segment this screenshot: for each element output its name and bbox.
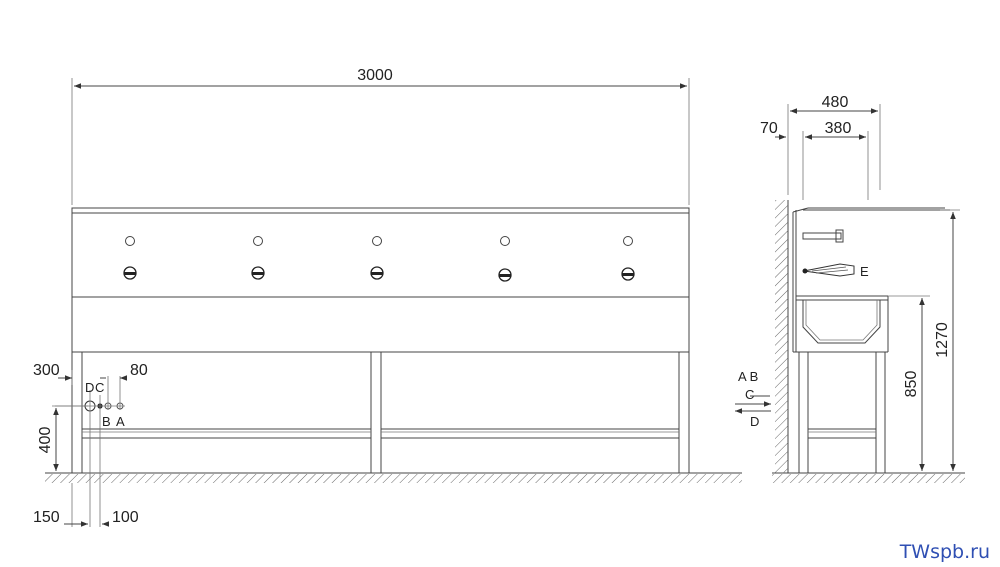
side-leg-back	[798, 351, 809, 474]
label-e: E	[860, 264, 869, 279]
front-top-plate	[71, 207, 690, 214]
label-ab: A B	[738, 369, 758, 384]
brand-watermark: TWspb.ru	[899, 541, 990, 563]
label-b: B	[102, 414, 111, 429]
label-c: C	[95, 380, 104, 395]
wall-hatch	[775, 200, 788, 473]
faucet-body	[802, 232, 842, 240]
front-upper-panel	[71, 212, 690, 298]
sensor-hole	[253, 236, 263, 246]
sensor-hole	[372, 236, 382, 246]
faucet-outlet	[251, 266, 265, 280]
dim-label-480: 480	[822, 94, 849, 111]
sensor-row	[125, 236, 633, 246]
faucet-outlet	[370, 266, 384, 280]
connection-points	[55, 376, 125, 527]
outlet-row	[123, 266, 635, 282]
dim-label-3000: 3000	[357, 67, 393, 84]
label-c-side: C	[745, 387, 754, 402]
front-leg-middle	[370, 351, 382, 474]
side-leg-front	[875, 351, 886, 474]
faucet-outlet	[498, 268, 512, 282]
spray-sensor	[803, 263, 855, 277]
front-apron	[71, 296, 690, 353]
side-floor-hatch	[772, 474, 965, 483]
dim-label-70: 70	[760, 120, 778, 137]
dim-label-850: 850	[903, 371, 920, 398]
faucet-outlet	[621, 267, 635, 281]
dim-label-80: 80	[130, 362, 148, 379]
faucet-head	[835, 229, 844, 243]
dim-label-400: 400	[37, 427, 54, 454]
front-leg-left	[71, 351, 83, 474]
side-view: E 480 380 70 1270 850 A	[735, 94, 965, 483]
front-leg-right	[678, 351, 690, 474]
label-d-side: D	[750, 414, 759, 429]
dim-label-300: 300	[33, 362, 60, 379]
dim-label-150: 150	[33, 509, 60, 526]
front-floor-hatch	[45, 474, 742, 483]
dim-label-1270: 1270	[934, 322, 951, 358]
label-a: A	[116, 414, 125, 429]
sensor-hole	[125, 236, 135, 246]
dim-label-100: 100	[112, 509, 139, 526]
sensor-hole	[623, 236, 633, 246]
sensor-hole	[500, 236, 510, 246]
faucet-outlet	[123, 266, 137, 280]
basin	[802, 300, 881, 344]
label-d: D	[85, 380, 94, 395]
front-view: 3000 D C B A 300 80 400	[33, 67, 742, 527]
dim-label-380: 380	[825, 120, 852, 137]
